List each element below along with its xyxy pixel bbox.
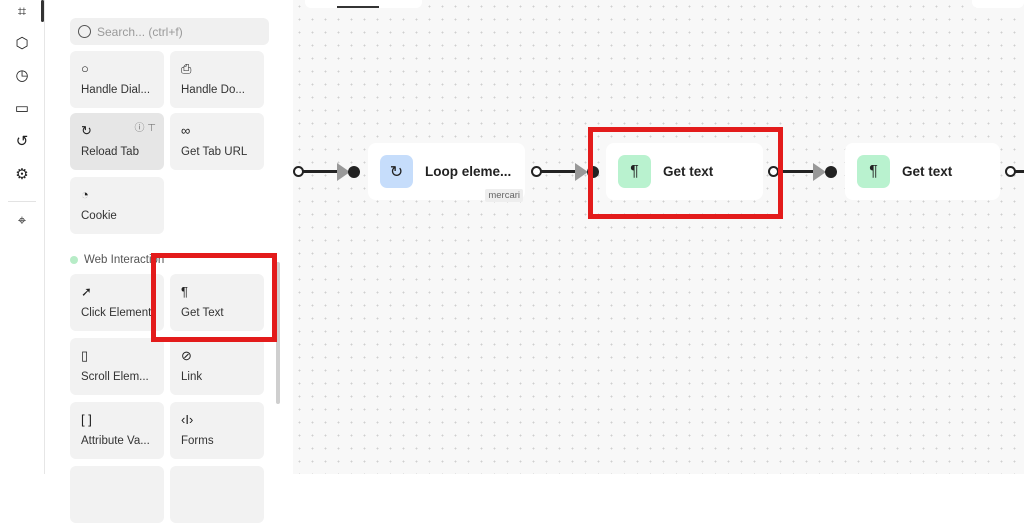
block-partial[interactable] — [170, 466, 264, 523]
block-label: Scroll Elem... — [81, 371, 149, 383]
settings-icon[interactable]: ⚙ — [15, 166, 29, 183]
tab-indicator — [337, 6, 379, 8]
section-color-dot — [70, 256, 78, 264]
block-label: Attribute Va... — [81, 435, 150, 447]
top-panel — [305, 0, 422, 8]
block-forms[interactable]: ‹I› Forms — [170, 402, 264, 459]
node-tag: mercari — [485, 189, 523, 202]
block-label: Link — [181, 371, 203, 383]
section-title: Web Interaction — [84, 254, 165, 266]
highlight-box-block — [151, 253, 277, 342]
block-attribute-value[interactable]: [ ] Attribute Va... — [70, 402, 164, 459]
workflow-icon[interactable]: ⌗ — [17, 3, 27, 20]
brackets-icon: [ ] — [81, 412, 92, 427]
edge — [541, 170, 577, 173]
node-loop-elements[interactable]: ↻ Loop eleme... mercari — [368, 143, 525, 202]
edge — [1015, 170, 1024, 173]
block-handle-download[interactable]: ⎙ Handle Do... — [170, 51, 264, 108]
node-label: Get text — [902, 164, 953, 179]
block-label: Handle Do... — [181, 84, 245, 96]
block-label: Cookie — [81, 210, 117, 222]
node-get-text[interactable]: ¶ Get text — [606, 143, 763, 200]
reload-icon: ↻ — [380, 155, 413, 188]
search-icon — [78, 25, 91, 38]
block-handle-dialog[interactable]: ○ Handle Dial... — [70, 51, 164, 108]
node-label: Get text — [663, 164, 714, 179]
block-label: Get Text — [181, 307, 224, 319]
search-input[interactable]: Search... (ctrl+f) — [70, 18, 269, 45]
block-cookie[interactable]: ◔ Cookie — [70, 177, 164, 234]
cookie-icon: ◔ — [81, 187, 89, 202]
pin-icon[interactable]: ⊤ — [147, 123, 156, 134]
text-cursor-icon: ‹I› — [181, 412, 194, 427]
block-label: Forms — [181, 435, 214, 447]
cursor-icon: ➚ — [81, 284, 92, 299]
paragraph-icon: ¶ — [857, 155, 890, 188]
chat-bubble-icon: ○ — [81, 61, 89, 76]
search-placeholder: Search... (ctrl+f) — [97, 24, 183, 39]
reload-icon: ↻ — [81, 123, 92, 138]
highlight-box-node — [588, 127, 783, 219]
block-label: Handle Dial... — [81, 84, 151, 96]
input-handle[interactable] — [825, 166, 837, 178]
divider — [8, 201, 36, 202]
info-icon[interactable]: ⓘ — [134, 123, 145, 134]
block-link[interactable]: ⊘ Link — [170, 338, 264, 395]
node-get-text-2[interactable]: ¶ Get text — [845, 143, 1000, 200]
top-panel-right — [972, 0, 1024, 8]
paragraph-icon: ¶ — [618, 155, 651, 188]
file-download-icon: ⎙ — [181, 61, 192, 76]
package-icon[interactable]: ⬡ — [15, 35, 29, 52]
edge — [778, 170, 816, 173]
block-scroll-element[interactable]: ▯ Scroll Elem... — [70, 338, 164, 395]
block-get-tab-url[interactable]: ∞ Get Tab URL — [170, 113, 264, 170]
block-click-element[interactable]: ➚ Click Element — [70, 274, 164, 331]
edge — [303, 170, 339, 173]
paragraph-icon: ¶ — [181, 284, 188, 299]
clock-icon[interactable]: ◷ — [15, 67, 29, 84]
block-partial[interactable] — [70, 466, 164, 523]
workflow-canvas[interactable] — [293, 0, 1024, 474]
mouse-icon: ▯ — [81, 348, 89, 363]
edge-arrow — [813, 163, 826, 181]
active-indicator — [41, 0, 44, 22]
block-label: Get Tab URL — [181, 146, 248, 158]
section-web-interaction[interactable]: Web Interaction — [70, 254, 164, 266]
icon-rail: ⌗ ⬡ ◷ ▭ ↺ ⚙ ⌖ — [0, 0, 45, 474]
link-icon: ⊘ — [181, 348, 192, 363]
block-get-text[interactable]: ¶ Get Text — [170, 274, 264, 331]
block-label: Click Element — [81, 307, 152, 319]
target-icon[interactable]: ⌖ — [17, 212, 27, 229]
input-handle[interactable] — [348, 166, 360, 178]
storage-icon[interactable]: ▭ — [14, 100, 30, 117]
history-icon[interactable]: ↺ — [15, 133, 29, 150]
block-reload-tab[interactable]: ⓘ ⊤ ↻ Reload Tab — [70, 113, 164, 170]
node-label: Loop eleme... — [425, 164, 512, 179]
sidebar-scrollbar[interactable] — [276, 262, 280, 404]
link-icon: ∞ — [181, 123, 191, 138]
edge-arrow — [337, 163, 350, 181]
edge-arrow — [575, 163, 588, 181]
block-label: Reload Tab — [81, 146, 139, 158]
